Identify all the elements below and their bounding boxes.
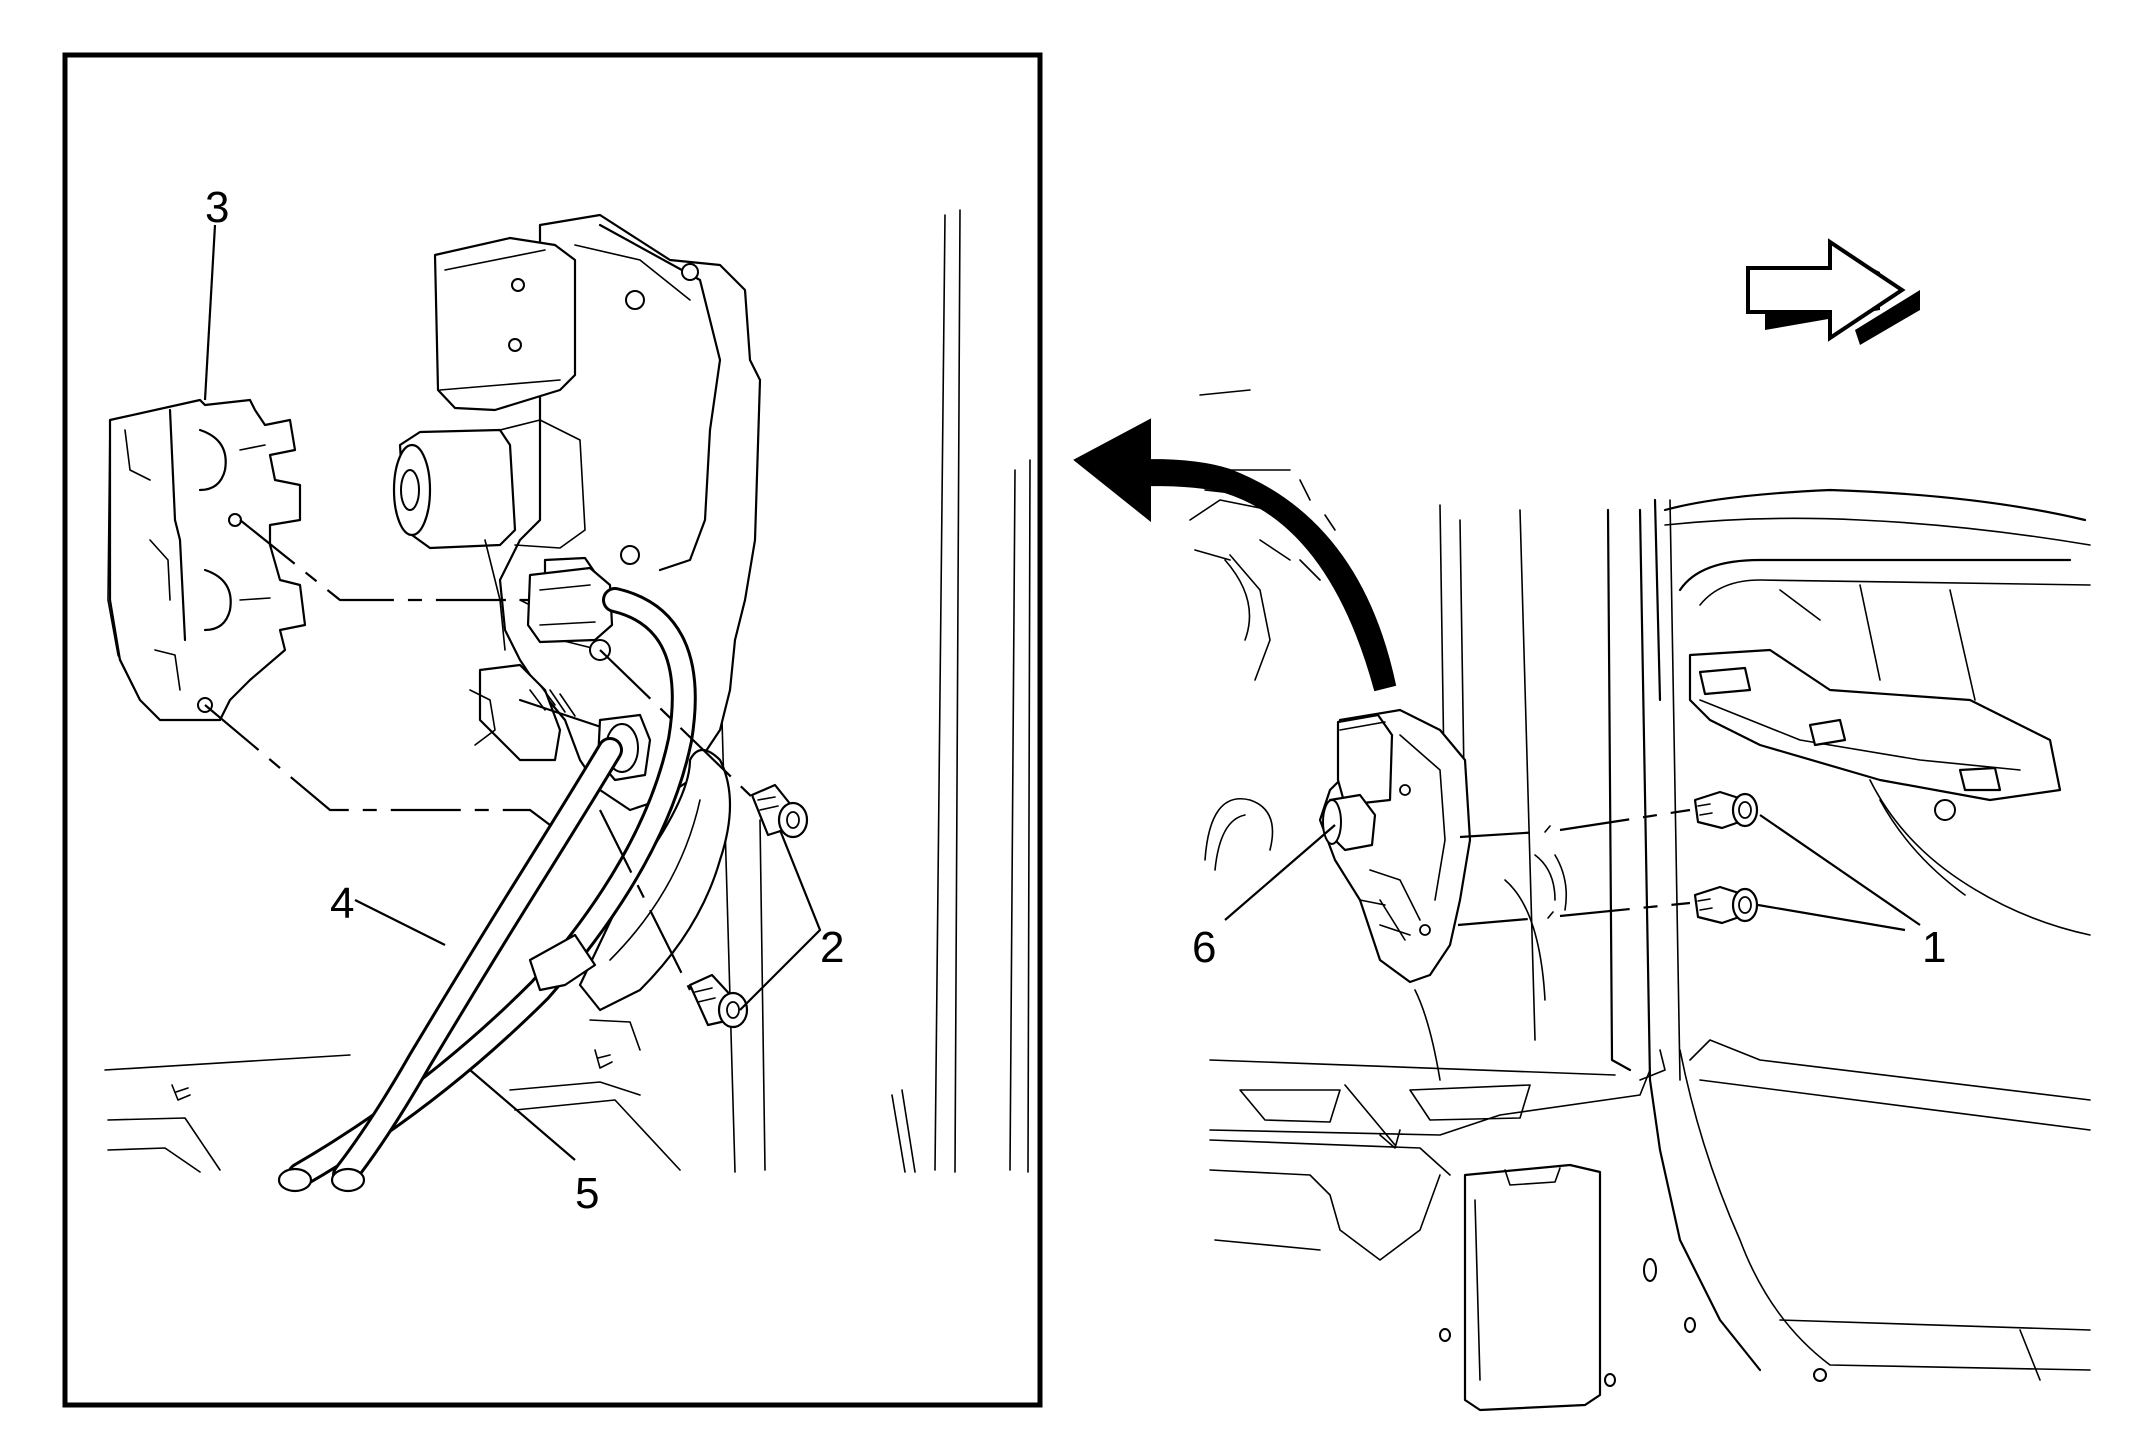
callout-6: 6 xyxy=(1192,923,1216,972)
cable-4 xyxy=(277,587,697,1193)
detail-inset xyxy=(62,52,1043,1408)
callout-1: 1 xyxy=(1922,923,1946,972)
bolt-2-lower xyxy=(688,973,749,1029)
direction-arrow-icon xyxy=(1746,238,1920,345)
inset-door-structure xyxy=(104,209,1031,1173)
bolt-1-upper xyxy=(1693,790,1759,830)
assembly-lines xyxy=(204,519,756,991)
door-latch-actuator xyxy=(392,213,762,812)
callout-5: 5 xyxy=(575,1169,599,1218)
callout-4: 4 xyxy=(330,879,354,928)
callout-2: 2 xyxy=(820,923,844,972)
kick-plate xyxy=(1463,1163,1602,1412)
door-overview xyxy=(1189,389,2091,1412)
latch-actuator-small xyxy=(1318,708,1472,984)
curved-arrow-icon xyxy=(1073,418,1397,692)
bolt-2-upper xyxy=(750,783,809,839)
cable-guide xyxy=(578,748,732,1012)
callout-3: 3 xyxy=(205,183,229,232)
cable-5 xyxy=(330,737,623,1193)
bolt-1-lower xyxy=(1693,885,1759,925)
